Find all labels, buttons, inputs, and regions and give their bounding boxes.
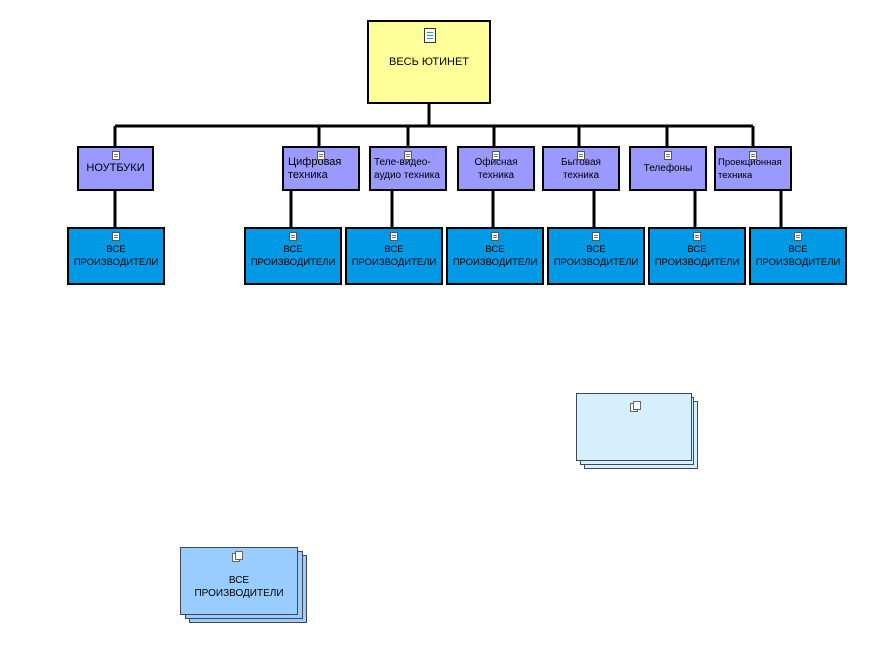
product-node[interactable]: ВСЕ ПРОИЗВОДИТЕЛИ [547, 227, 645, 285]
product-node[interactable]: ВСЕ ПРОИЗВОДИТЕЛИ [648, 227, 746, 285]
product-label: ВСЕ ПРОИЗВОДИТЕЛИ [73, 244, 159, 268]
document-icon [577, 151, 585, 160]
stacked-node-producers[interactable]: ВСЕ ПРОИЗВОДИТЕЛИ [180, 547, 308, 623]
category-node-tv-video-audio[interactable]: Теле-видео-аудио техника [369, 146, 447, 191]
root-label: ВЕСЬ ЮТИНЕТ [388, 56, 469, 68]
product-label: ВСЕ ПРОИЗВОДИТЕЛИ [250, 244, 336, 268]
product-node[interactable]: ВСЕ ПРОИЗВОДИТЕЛИ [67, 227, 165, 285]
product-node[interactable]: ВСЕ ПРОИЗВОДИТЕЛИ [749, 227, 847, 285]
stacked-node-empty[interactable] [576, 393, 700, 469]
document-icon [491, 232, 499, 241]
category-label: Телефоны [643, 163, 693, 174]
document-icon [424, 28, 436, 43]
category-label: Теле-видео-аудио техника [374, 156, 440, 181]
documents-icon [630, 401, 641, 412]
product-label: ВСЕ ПРОИЗВОДИТЕЛИ [755, 244, 841, 268]
category-node-notebooks[interactable]: НОУТБУКИ [77, 146, 154, 191]
product-label: ВСЕ ПРОИЗВОДИТЕЛИ [452, 244, 538, 268]
product-node[interactable]: ВСЕ ПРОИЗВОДИТЕЛИ [244, 227, 342, 285]
document-icon [749, 151, 757, 160]
product-label: ВСЕ ПРОИЗВОДИТЕЛИ [654, 244, 740, 268]
document-icon [492, 151, 500, 160]
product-node[interactable]: ВСЕ ПРОИЗВОДИТЕЛИ [345, 227, 443, 285]
category-label: НОУТБУКИ [86, 162, 145, 174]
document-icon [693, 232, 701, 241]
document-icon [664, 151, 672, 160]
category-node-digital[interactable]: Цифровая техника [282, 146, 360, 191]
document-icon [794, 232, 802, 241]
document-icon [317, 151, 325, 160]
category-node-projection[interactable]: Проекционная техника [714, 146, 792, 191]
document-icon [390, 232, 398, 241]
document-icon [111, 151, 120, 160]
stack-label [576, 413, 692, 453]
document-icon [592, 232, 600, 241]
category-label: Офисная техника [474, 156, 518, 181]
category-node-household[interactable]: Бытовая техника [542, 146, 620, 191]
category-label: Проекционная техника [718, 156, 782, 181]
category-node-phones[interactable]: Телефоны [629, 146, 707, 191]
category-label: Бытовая техника [561, 156, 601, 181]
document-icon [289, 232, 297, 241]
root-node[interactable]: ВЕСЬ ЮТИНЕТ [367, 20, 491, 104]
stack-label: ВСЕ ПРОИЗВОДИТЕЛИ [194, 575, 284, 599]
product-node[interactable]: ВСЕ ПРОИЗВОДИТЕЛИ [446, 227, 544, 285]
category-node-office[interactable]: Офисная техника [457, 146, 535, 191]
documents-icon [232, 551, 243, 562]
document-icon [404, 151, 412, 160]
category-label: Цифровая техника [288, 155, 342, 181]
product-label: ВСЕ ПРОИЗВОДИТЕЛИ [553, 244, 639, 268]
document-icon [112, 232, 120, 241]
product-label: ВСЕ ПРОИЗВОДИТЕЛИ [351, 244, 437, 268]
